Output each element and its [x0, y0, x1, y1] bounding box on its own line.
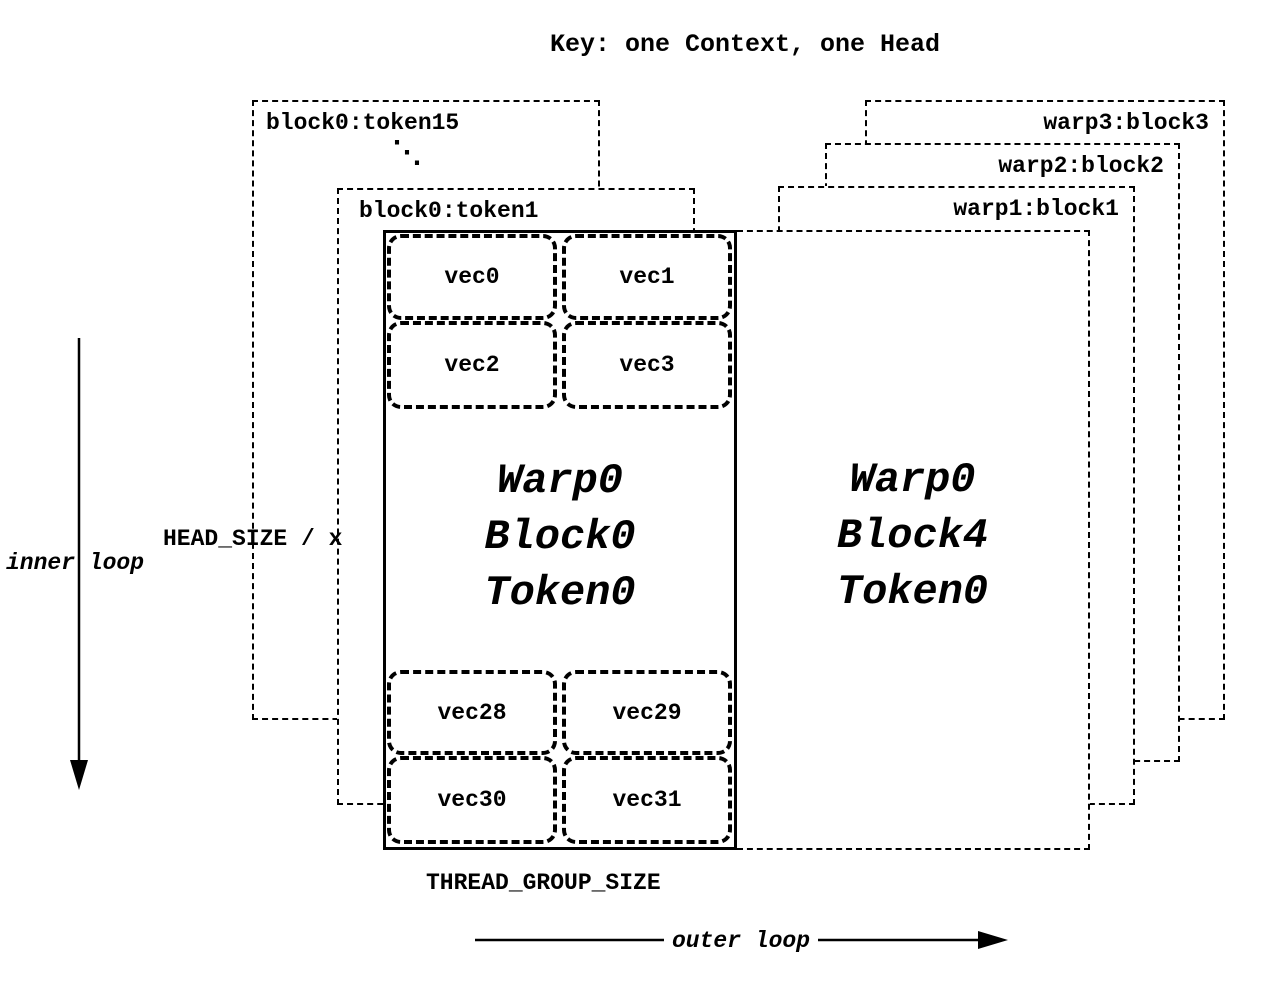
warp0-block4-token0-box: Warp0 Block4 Token0 [737, 230, 1090, 850]
block0-token15-label: block0:token15 [266, 110, 460, 136]
vec30-label: vec30 [437, 787, 507, 813]
vec0-label: vec0 [444, 264, 500, 290]
block0-token1-label: block0:token1 [359, 198, 539, 224]
warp0-block0-token0-box: vec0 vec1 vec2 vec3 Warp0 Block0 Token0 … [383, 230, 737, 850]
thread-group-size-label: THREAD_GROUP_SIZE [426, 870, 661, 896]
outer-loop-label: outer loop [664, 928, 819, 954]
vec29-box: vec29 [562, 670, 732, 755]
right-block-line3: Token0 [836, 568, 989, 616]
vec2-label: vec2 [444, 352, 500, 378]
head-size-label: HEAD_SIZE / x [163, 526, 343, 552]
warp1-block1-label: warp1:block1 [953, 196, 1119, 222]
vec31-label: vec31 [612, 787, 682, 813]
inner-loop-label: inner loop [6, 550, 145, 576]
ellipsis-dots: ⋱ [392, 138, 422, 172]
warp2-block2-label: warp2:block2 [998, 153, 1164, 179]
diagram-title: Key: one Context, one Head [549, 30, 941, 59]
vec0-box: vec0 [387, 234, 557, 320]
vec31-box: vec31 [562, 756, 732, 844]
warp3-block3-label: warp3:block3 [1043, 110, 1209, 136]
vec1-box: vec1 [562, 234, 732, 320]
vec3-box: vec3 [562, 321, 732, 409]
right-block-line2: Block4 [836, 512, 989, 560]
vec30-box: vec30 [387, 756, 557, 844]
vec29-label: vec29 [612, 699, 682, 726]
vec2-box: vec2 [387, 321, 557, 409]
main-block-line3: Token0 [484, 569, 636, 617]
main-block-line2: Block0 [484, 513, 636, 561]
vec3-label: vec3 [619, 352, 675, 378]
warp0-block0-token0-text: Warp0 Block0 Token0 [386, 453, 734, 621]
main-block-line1: Warp0 [496, 457, 624, 505]
inner-loop-arrow [70, 338, 88, 790]
vec1-label: vec1 [619, 264, 675, 290]
vec28-box: vec28 [387, 670, 557, 755]
warp0-block4-token0-text: Warp0 Block4 Token0 [737, 452, 1088, 620]
vec28-label: vec28 [437, 699, 507, 726]
right-block-line1: Warp0 [849, 456, 976, 504]
